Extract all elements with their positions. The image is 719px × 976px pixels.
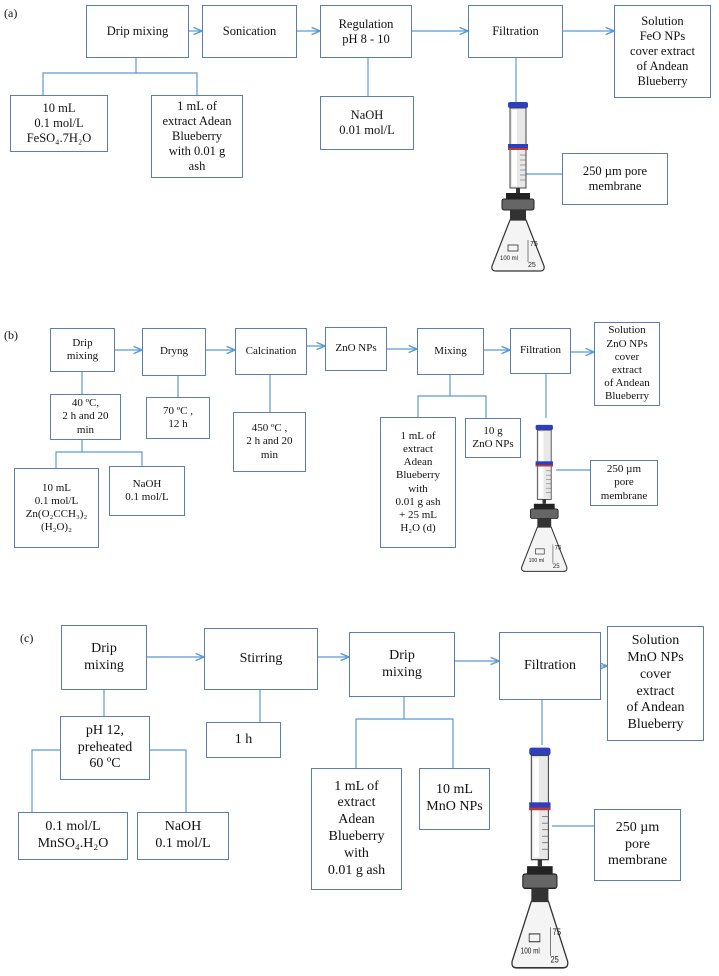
- b-naoh-box: NaOH 0.1 mol/L: [109, 466, 185, 516]
- flask-b-25: 25: [553, 564, 560, 570]
- flask-a-75: 75: [530, 241, 538, 248]
- panel-c-label: (c): [20, 631, 34, 645]
- panel-b-label: (b): [4, 328, 18, 342]
- a-regulation-box: Regulation pH 8 - 10: [320, 5, 412, 58]
- branch-c-left: [31, 749, 60, 812]
- branch-c-right: [150, 749, 187, 812]
- b-cond-450c-box: 450 ºC , 2 h and 20 min: [233, 412, 306, 472]
- flask-a-100: 100 ml: [500, 256, 518, 262]
- b-zinc-acetate-box: 10 mL 0.1 mol/L Zn(O₂CCH₃)₂ (H₂O)₂: [14, 468, 99, 548]
- flask-b-100: 100 ml: [529, 558, 545, 564]
- branch-b-mix-right: [450, 395, 487, 418]
- flask-c-25: 25: [551, 954, 560, 965]
- a-solution-box: Solution FeO NPs cover extract of Andean…: [614, 5, 711, 98]
- c-mnso4-box: 0.1 mol/L MnSO₄.H₂O: [18, 812, 128, 860]
- c-filtration-box: Filtration: [499, 632, 601, 700]
- b-drip-mixing-box: Drip mixing: [50, 328, 115, 372]
- flask-c-100: 100 ml: [521, 947, 541, 956]
- syringe-flask-icon-c: 75 100 ml 25: [511, 747, 569, 969]
- branch-b-left: [55, 440, 83, 468]
- c-drip-mixing-box: Drip mixing: [61, 625, 147, 690]
- branch-b-mix-left: [417, 375, 451, 417]
- branch-c-mix-left: [355, 697, 405, 768]
- flask-c-75: 75: [553, 926, 562, 937]
- a-feso4-box: 10 mL 0.1 mol/L FeSO₄.7H₂O: [10, 95, 108, 152]
- b-dryng-box: Dryng: [142, 328, 206, 376]
- b-zno-box: ZnO NPs: [325, 327, 387, 371]
- b-mixing-box: Mixing: [417, 328, 484, 375]
- branch-a-left: [42, 58, 137, 95]
- b-zno-10g-box: 10 g ZnO NPs: [465, 418, 521, 458]
- b-extract-box: 1 mL of extract Adean Blueberry with 0.0…: [380, 417, 456, 548]
- c-naoh-box: NaOH 0.1 mol/L: [137, 812, 229, 860]
- c-mno-box: 10 mL MnO NPs: [419, 768, 490, 830]
- a-membrane-box: 250 µm pore membrane: [562, 153, 668, 205]
- flask-a-25: 25: [528, 262, 536, 269]
- flask-b-75: 75: [555, 546, 562, 552]
- b-filtration-box: Filtration: [510, 328, 571, 374]
- a-sonication-box: Sonication: [202, 5, 297, 58]
- a-naoh-box: NaOH 0.01 mol/L: [320, 96, 414, 150]
- branch-c-mix-right: [404, 718, 454, 768]
- c-1h-box: 1 h: [206, 722, 281, 758]
- syringe-flask-icon-b: 75 100 ml 25: [521, 424, 568, 572]
- b-cond-40c-box: 40 ºC, 2 h and 20 min: [50, 394, 121, 440]
- a-filtration-box: Filtration: [468, 5, 563, 58]
- b-calcination-box: Calcination: [235, 328, 307, 375]
- syringe-flask-icon-a: 75 100 ml 25: [491, 102, 545, 272]
- branch-b-right: [82, 451, 143, 466]
- c-stirring-box: Stirring: [204, 628, 318, 690]
- panel-a-label: (a): [4, 6, 18, 20]
- branch-a-right: [136, 72, 198, 95]
- a-drip-mixing-box: Drip mixing: [86, 5, 189, 58]
- c-solution-box: Solution MnO NPs cover extract of Andean…: [607, 626, 704, 741]
- c-drip-mixing-2-box: Drip mixing: [349, 632, 455, 697]
- a-extract-box: 1 mL of extract Adean Blueberry with 0.0…: [151, 95, 243, 178]
- b-solution-box: Solution ZnO NPs cover extract of Andean…: [594, 322, 660, 406]
- c-ph12-box: pH 12, preheated 60 ºC: [60, 716, 150, 780]
- c-membrane-box: 250 µm pore membrane: [594, 809, 681, 881]
- b-cond-70c-box: 70 ºC , 12 h: [146, 397, 210, 439]
- c-extract-box: 1 mL of extract Adean Blueberry with 0.0…: [311, 768, 402, 890]
- b-membrane-box: 250 µm pore membrane: [590, 460, 658, 506]
